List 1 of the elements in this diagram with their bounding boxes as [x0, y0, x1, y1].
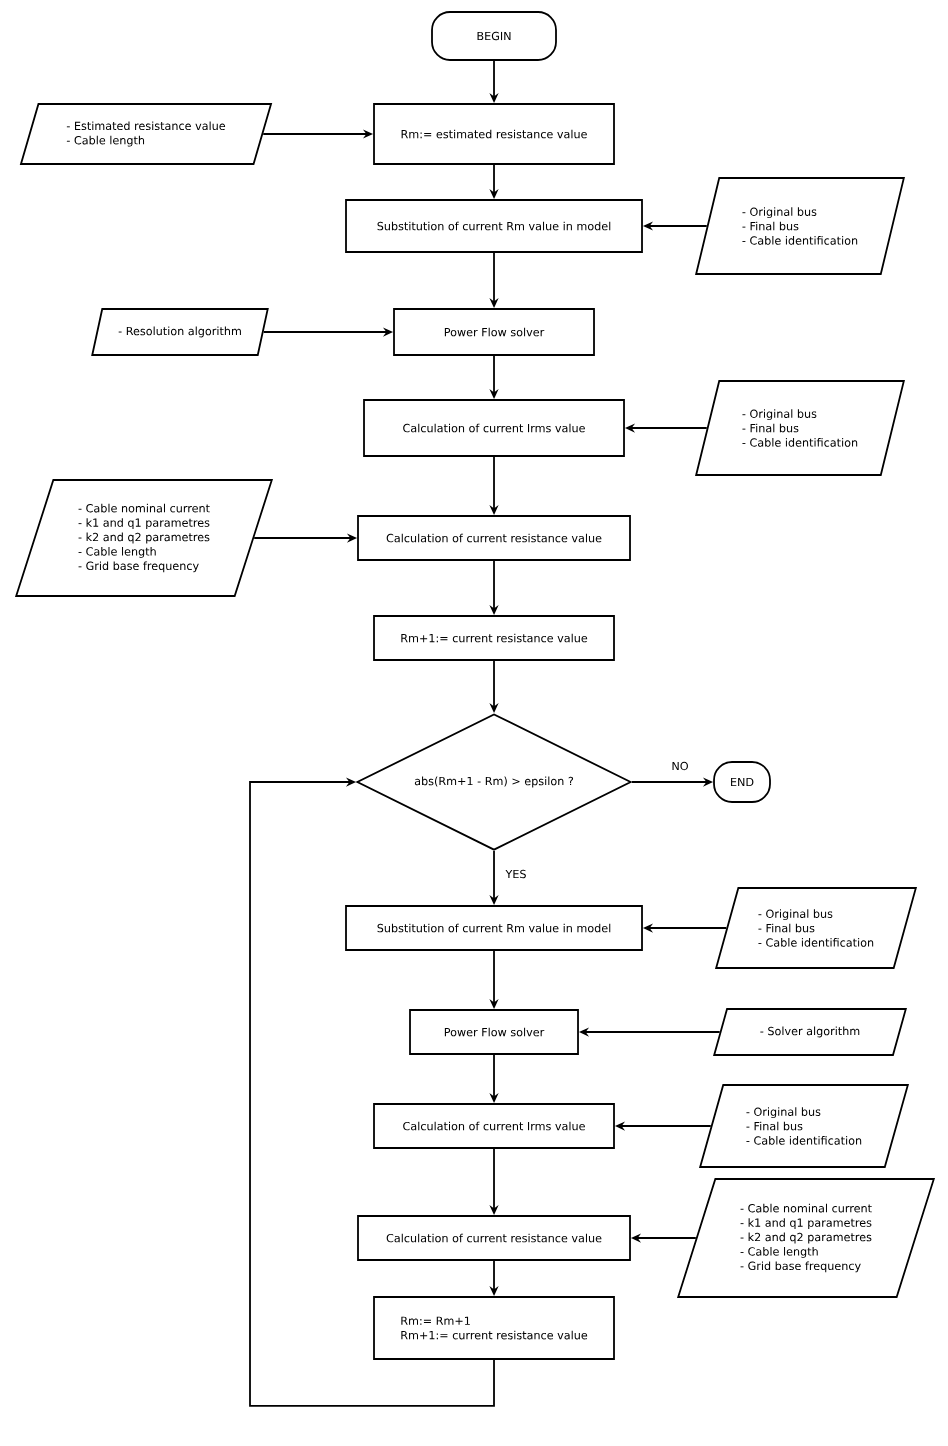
arrow: [249, 777, 495, 1407]
